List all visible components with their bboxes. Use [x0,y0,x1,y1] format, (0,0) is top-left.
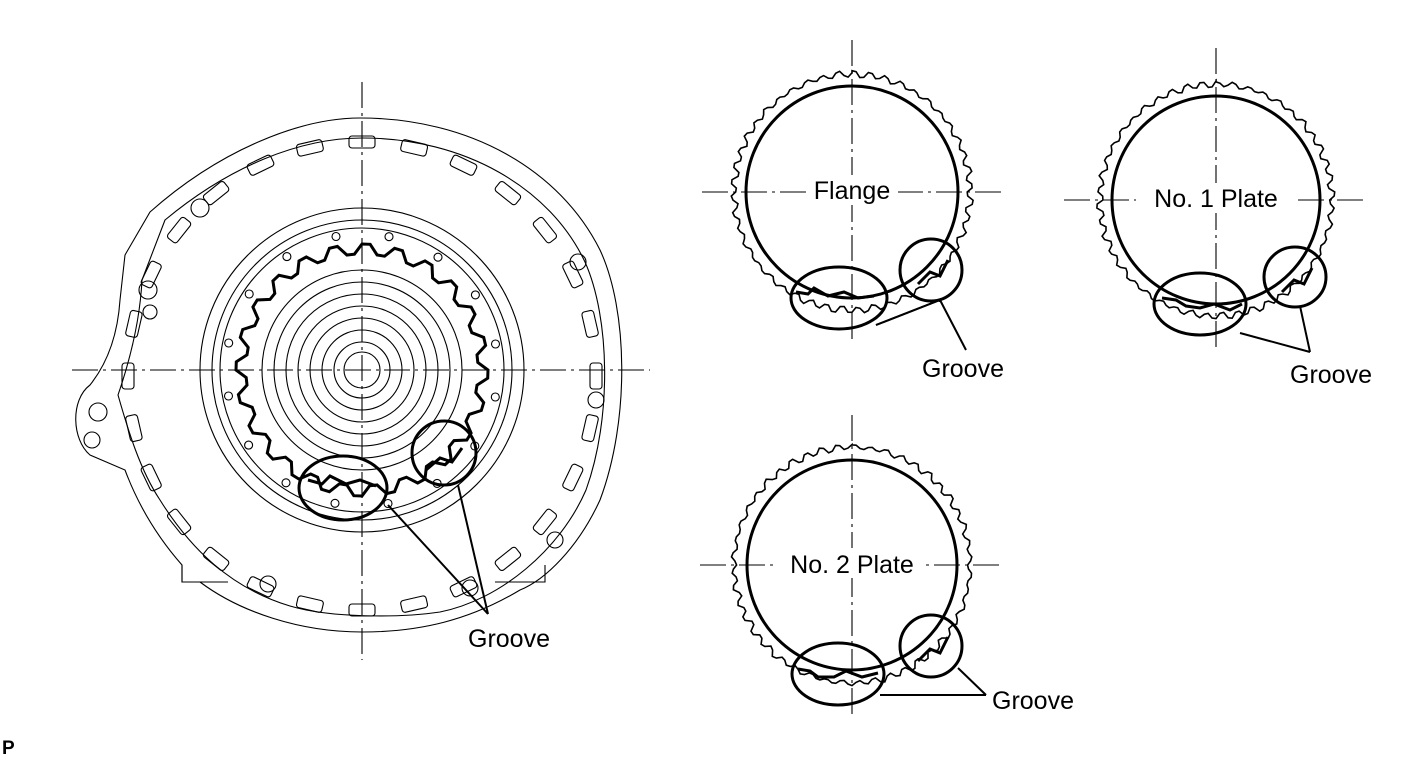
bolt-slot [202,546,230,572]
groove-callout-circle [790,641,886,707]
bolt-slot [494,546,522,572]
bolt-slot [121,362,135,390]
bolt-slot [449,576,478,598]
groove-leader [387,504,489,615]
bolt-slot [400,595,429,613]
drum-hole [281,478,291,488]
bolt-slot [246,576,275,598]
mounting-pad [181,565,546,583]
bolt-boss [259,575,277,593]
figure-code: P [2,738,15,759]
flange-view: Flange Groove [702,40,1004,383]
groove-leader [1239,332,1311,353]
bolt-slot [532,216,558,244]
groove-detail [916,259,950,286]
clutch-teeth-ring [234,242,490,498]
drum-hole [490,392,500,402]
groove-leader [457,484,489,615]
transmission-case-view: Groove [72,82,650,660]
drum-hole [244,289,254,299]
plate-serrated-edge [1096,78,1336,320]
drum-hole [331,231,341,242]
bolt-boss [587,391,605,409]
groove-detail [1161,296,1243,312]
groove-callout-circle [410,419,478,487]
bolt-boss [190,198,210,218]
groove-label: Groove [992,687,1074,715]
drum-hole [433,252,443,262]
housing-outline [75,117,623,633]
groove-callout-circle [297,454,389,522]
bolt-slot [589,362,603,390]
groove-label: Groove [922,355,1004,383]
bolt-boss [569,253,587,271]
groove-leader [875,299,941,326]
groove-label: Groove [1290,361,1372,389]
bolt-boss [83,431,101,449]
groove-detail [916,636,950,663]
bolt-slot [562,463,584,492]
bolt-slot [140,463,162,492]
bolt-slot [140,260,162,289]
drum-holes [223,231,501,509]
groove-leader [957,667,987,696]
bolt-slot [449,154,478,176]
bolt-slot [400,139,429,157]
clutch-teeth [234,242,490,498]
groove-callout-circle [1152,271,1248,337]
groove-detail [797,667,879,679]
drum-hole [384,232,394,242]
drum-hole [330,498,340,508]
groove-callout-circle [789,265,889,331]
bolt-slot [532,508,558,536]
groove-leader [1299,305,1311,353]
flange-serrated-edge [730,69,974,314]
drum-hole [282,252,292,262]
bolt-boss [88,402,108,422]
bolt-slot [125,309,143,338]
bolt-slot [295,595,324,613]
bolt-boss [461,579,479,597]
bolt-slot [295,139,324,157]
bolt-slot [166,216,192,244]
groove-detail [795,286,875,300]
part-name: No. 2 Plate [790,551,914,579]
bolt-boss [546,531,564,549]
part-name: Flange [814,177,890,205]
drum-hole [470,290,480,300]
label-backing [806,175,898,205]
label-backing [778,548,926,578]
bolt-slot [562,260,584,289]
drum-hole [490,339,501,349]
part-name: No. 1 Plate [1154,185,1278,213]
bolt-slot [246,154,275,176]
bolt-slot [166,508,192,536]
drum-hole [224,338,234,348]
drum-hole [244,440,254,450]
bolt-slot [581,414,599,443]
label-backing [1136,183,1296,213]
bolt-slot [494,180,522,206]
groove-callout-circle [898,237,964,303]
groove-callout-circle [1262,245,1328,309]
no1-plate-view: No. 1 Plate Groove [1064,48,1372,389]
groove-detail [307,474,377,488]
groove-label: Groove [468,625,550,653]
bolt-slot [581,309,599,338]
groove-detail [1280,267,1314,294]
bolt-boss [142,304,158,320]
bolt-slot [125,414,143,443]
drum-hole [223,391,234,401]
bolt-boss [138,280,158,300]
plate-serrated-edge [730,442,973,687]
groove-leader [939,299,967,351]
bolt-slots [121,135,603,617]
groove-detail [425,447,464,472]
no2-plate-view: No. 2 Plate Groove [700,415,1074,715]
drum-hole [383,498,393,509]
groove-callout-circle [898,613,964,679]
